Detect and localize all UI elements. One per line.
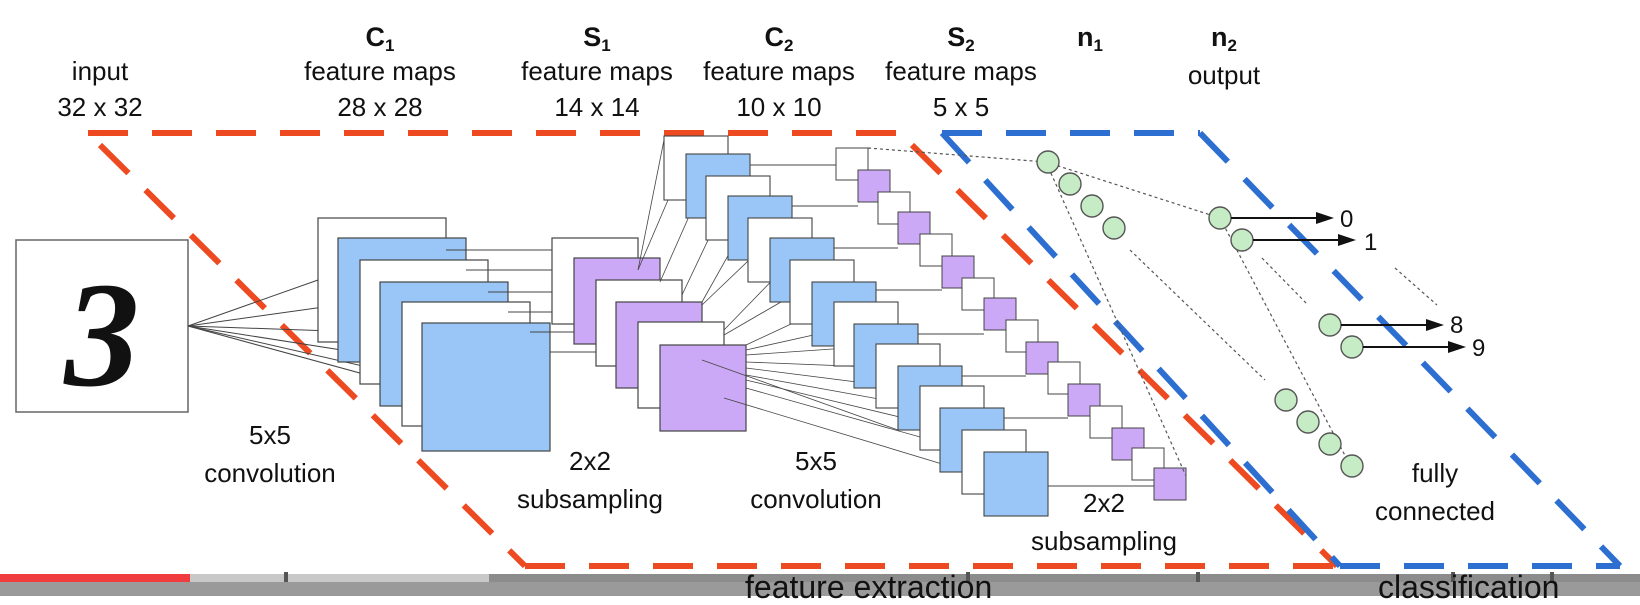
chapter-marker[interactable] (1196, 572, 1200, 584)
n2-output-neurons: 0 1 8 9 (1208, 206, 1485, 362)
s2-label: S2 feature maps 5 x 5 (885, 22, 1037, 122)
output-label-8: 8 (1450, 312, 1463, 339)
s2-feature-maps (835, 147, 1187, 501)
c2-feature-maps (663, 135, 1049, 517)
n1-neurons (1036, 150, 1364, 478)
player-controls-strip: feature extraction classification (0, 571, 1640, 603)
caption-feature-extraction: feature extraction (745, 569, 993, 605)
s1-feature-maps (551, 237, 747, 432)
fully-connected-lines (867, 147, 1438, 477)
input-label: input 32 x 32 (57, 56, 143, 122)
input-digit: 3 (63, 252, 140, 418)
progress-bar[interactable] (0, 574, 1640, 582)
fc-label: fully connected (1375, 458, 1495, 526)
sub2-label: 2x2 subsampling (1031, 488, 1177, 556)
c2-symbol: C (764, 22, 785, 52)
c1-index: 1 (385, 36, 395, 55)
sub1-label: 2x2 subsampling (517, 446, 663, 514)
c1-symbol: C (365, 22, 386, 52)
conv2-label: 5x5 convolution (750, 446, 882, 514)
input-image: 3 (15, 239, 189, 418)
n2-label: n2 output (1187, 22, 1261, 90)
progress-buffered (0, 574, 489, 582)
classification-boundary (939, 130, 1623, 569)
caption-classification: classification (1378, 569, 1560, 605)
c1-label: C1 feature maps 28 x 28 (304, 22, 456, 122)
output-label-1: 1 (1364, 229, 1377, 256)
s2-symbol: S (947, 22, 966, 52)
n2-index: 2 (1227, 36, 1237, 55)
c1-feature-maps (317, 217, 551, 452)
progress-played (0, 574, 191, 582)
s1-index: 1 (601, 36, 611, 55)
chapter-marker[interactable] (284, 572, 288, 584)
s1-symbol: S (583, 22, 602, 52)
feature-extraction-boundary (88, 130, 1340, 569)
c2-label: C2 feature maps 10 x 10 (703, 22, 855, 122)
video-player-bar: feature extraction classification (0, 566, 1640, 603)
s2-index: 2 (965, 36, 975, 55)
output-label-0: 0 (1340, 206, 1353, 233)
n2-symbol: n (1211, 22, 1228, 52)
n1-label: n1 (1050, 22, 1130, 55)
n1-symbol: n (1077, 22, 1094, 52)
chapter-marker[interactable] (1451, 572, 1455, 584)
s1-label: S1 feature maps 14 x 14 (521, 22, 673, 122)
chapter-marker[interactable] (1550, 572, 1554, 584)
conv1-label: 5x5 convolution (204, 420, 336, 488)
n1-index: 1 (1093, 36, 1103, 55)
output-label-9: 9 (1472, 335, 1485, 362)
c2-index: 2 (784, 36, 794, 55)
chapter-marker[interactable] (966, 572, 970, 584)
